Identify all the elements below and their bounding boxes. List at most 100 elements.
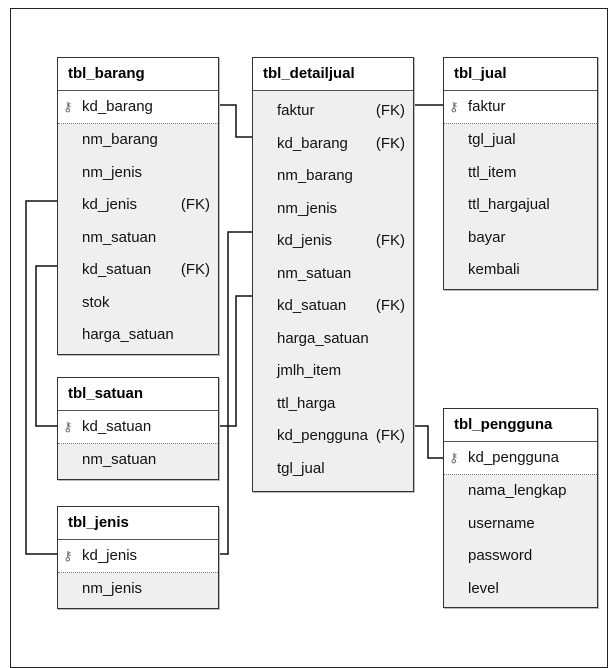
foreign-key-marker: (FK) (375, 297, 405, 314)
relationship-lines (25, 104, 443, 555)
column-name: tgl_jual (277, 459, 325, 477)
column-name: username (468, 514, 535, 532)
column-list: nm_jenis (58, 573, 218, 608)
column-name: stok (82, 293, 110, 311)
column-row: kd_pengguna (FK) (253, 420, 413, 453)
foreign-key-marker: (FK) (375, 427, 405, 444)
foreign-key-marker: (FK) (375, 134, 405, 152)
column-name: nm_jenis (82, 163, 143, 181)
column-name: kembali (468, 261, 520, 278)
column-row: username (444, 508, 597, 541)
column-name: kd_barang (277, 134, 348, 152)
link-barang-detail (219, 104, 256, 138)
primary-key-icon: ⚷ (449, 450, 459, 465)
primary-key-label: faktur (468, 98, 506, 115)
primary-key-row: ⚷ kd_jenis (58, 540, 218, 573)
column-name: nm_satuan (82, 228, 157, 246)
column-name: nm_barang (82, 131, 158, 148)
column-row: kd_satuan (FK) (58, 254, 218, 287)
column-name: ttl_hargajual (468, 196, 550, 213)
column-name: nm_satuan (277, 264, 352, 282)
column-row: nm_jenis (58, 157, 218, 190)
column-name: kd_satuan (277, 297, 347, 314)
column-name: ttl_item (468, 163, 517, 181)
column-name: password (468, 547, 533, 564)
column-name: kd_satuan (82, 261, 152, 278)
column-row: nm_barang (253, 160, 413, 193)
link-pengguna-detail (414, 425, 443, 459)
table-title: tbl_jual (444, 58, 597, 91)
foreign-key-marker: (FK) (180, 261, 210, 278)
column-list: nama_lengkap username password level (444, 475, 597, 607)
column-row: nama_lengkap (444, 475, 597, 508)
column-name: tgl_jual (468, 131, 516, 148)
column-row: kd_jenis (FK) (253, 225, 413, 258)
link-satuan-barang (35, 265, 62, 427)
table-tbl-barang: tbl_barang ⚷ kd_barang nm_barang nm_jenis kd_… (57, 57, 219, 355)
foreign-key-marker: (FK) (375, 232, 405, 249)
column-row: ttl_item (444, 157, 597, 190)
column-name: faktur (277, 102, 315, 119)
foreign-key-marker: (FK) (180, 196, 210, 213)
column-row: nm_satuan (58, 444, 218, 477)
column-row: password (444, 540, 597, 573)
column-row: nm_barang (58, 124, 218, 157)
column-row: kd_jenis (FK) (58, 189, 218, 222)
column-row: bayar (444, 222, 597, 255)
table-tbl-jenis: tbl_jenis ⚷ kd_jenis nm_jenis (57, 506, 219, 609)
column-row: kd_satuan (FK) (253, 290, 413, 323)
column-name: kd_jenis (82, 196, 138, 213)
column-name: ttl_harga (277, 394, 336, 412)
column-name: nm_barang (277, 167, 353, 184)
column-row: kd_barang (FK) (253, 128, 413, 161)
column-row: nm_jenis (58, 573, 218, 606)
column-row: tgl_jual (444, 124, 597, 157)
primary-key-row: ⚷ faktur (444, 91, 597, 124)
column-row: ttl_harga (253, 388, 413, 421)
column-row: harga_satuan (253, 323, 413, 356)
table-title: tbl_barang (58, 58, 218, 91)
link-satuan-detail (219, 295, 256, 427)
link-jenis-detail (219, 231, 256, 555)
primary-key-icon: ⚷ (449, 99, 459, 114)
column-row: harga_satuan (58, 319, 218, 352)
column-row: faktur (FK) (253, 95, 413, 128)
table-title: tbl_pengguna (444, 409, 597, 442)
column-name: nm_jenis (277, 199, 338, 217)
primary-key-label: kd_jenis (82, 547, 138, 564)
primary-key-label: kd_pengguna (468, 449, 559, 466)
foreign-key-marker: (FK) (375, 102, 405, 119)
primary-key-icon: ⚷ (63, 99, 73, 114)
column-row: level (444, 573, 597, 606)
column-name: level (468, 579, 499, 597)
column-list: faktur (FK) kd_barang (FK) nm_barang nm_jenis… (253, 91, 413, 491)
column-row: kembali (444, 254, 597, 287)
primary-key-icon: ⚷ (63, 548, 73, 563)
column-row: tgl_jual (253, 453, 413, 486)
column-name: jmlh_item (277, 362, 342, 379)
link-jenis-barang (25, 200, 62, 555)
primary-key-row: ⚷ kd_satuan (58, 411, 218, 444)
column-list: nm_satuan (58, 444, 218, 479)
column-name: nama_lengkap (468, 482, 567, 499)
primary-key-icon: ⚷ (63, 419, 73, 434)
column-row: jmlh_item (253, 355, 413, 388)
primary-key-label: kd_satuan (82, 418, 152, 435)
column-row: ttl_hargajual (444, 189, 597, 222)
column-row: nm_jenis (253, 193, 413, 226)
column-name: kd_pengguna (277, 427, 368, 444)
table-title: tbl_jenis (58, 507, 218, 540)
table-tbl-jual: tbl_jual ⚷ faktur tgl_jual ttl_item ttl_harga… (443, 57, 598, 290)
primary-key-row: ⚷ kd_pengguna (444, 442, 597, 475)
column-row: nm_satuan (58, 222, 218, 255)
primary-key-label: kd_barang (82, 98, 153, 115)
column-name: kd_jenis (277, 232, 333, 249)
column-row: stok (58, 287, 218, 320)
column-name: harga_satuan (82, 326, 174, 343)
column-name: harga_satuan (277, 329, 369, 347)
